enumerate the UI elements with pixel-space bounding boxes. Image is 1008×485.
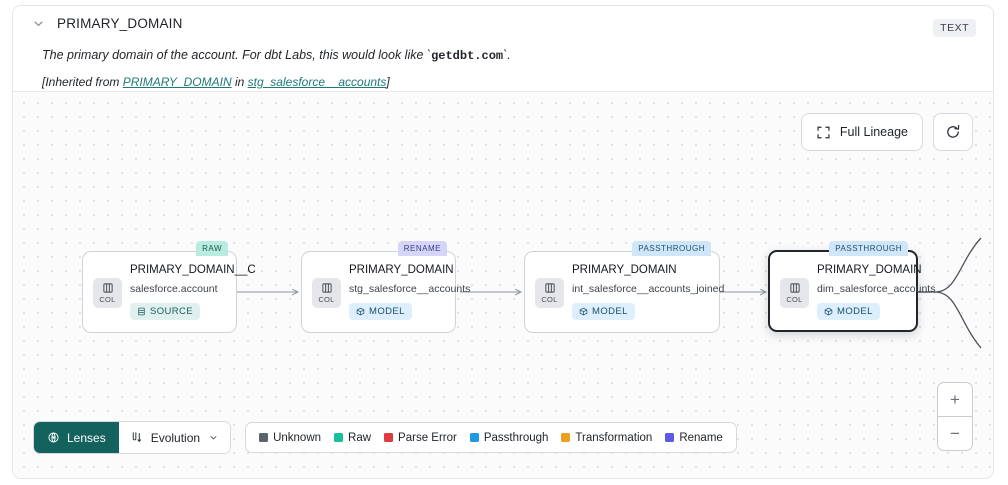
legend-label: Rename <box>679 431 723 444</box>
chevron-down-icon[interactable] <box>31 16 46 31</box>
expand-icon <box>816 125 831 140</box>
lineage-edges <box>237 237 982 349</box>
node-table-name: int_salesforce__accounts_joined <box>572 283 725 295</box>
inherited-middle: in <box>231 75 248 89</box>
legend-label: Transformation <box>575 431 653 444</box>
model-icon <box>356 307 365 316</box>
node-asset-type-label: SOURCE <box>150 306 194 317</box>
node-asset-type-badge: MODEL <box>817 303 880 320</box>
node-asset-type-label: MODEL <box>837 306 873 317</box>
node-lens-badge: RENAME <box>397 241 447 256</box>
legend-swatch <box>469 433 479 442</box>
legend-item: Passthrough <box>469 431 549 444</box>
column-header: PRIMARY_DOMAIN TEXT The primary domain o… <box>13 6 993 92</box>
node-asset-type-badge: SOURCE <box>130 303 201 320</box>
col-icon-label: COL <box>786 295 803 304</box>
legend-label: Unknown <box>273 431 322 444</box>
col-icon-label: COL <box>318 295 335 304</box>
lineage-node[interactable]: RAW COL PRIMARY_DOMAIN__C salesforce.acc… <box>82 241 256 333</box>
lens-mode-switch: Lenses Evolution <box>33 421 232 454</box>
evolution-label: Evolution <box>150 430 201 445</box>
inherited-prefix: [Inherited from <box>42 75 123 89</box>
inherited-from-note: [Inherited from PRIMARY_DOMAIN in stg_sa… <box>42 75 390 89</box>
legend-swatch <box>334 433 344 442</box>
node-lens-badge: PASSTHROUGH <box>829 241 908 256</box>
lens-legend: Unknown Raw Parse Error Passthrough <box>245 422 737 453</box>
lineage-canvas[interactable]: RAW COL PRIMARY_DOMAIN__C salesforce.acc… <box>13 92 993 478</box>
node-column-name: PRIMARY_DOMAIN <box>572 264 677 276</box>
legend-item: Parse Error <box>384 432 457 444</box>
canvas-toolbar: Full Lineage <box>800 113 973 151</box>
inherited-column-link[interactable]: PRIMARY_DOMAIN <box>122 75 232 89</box>
legend-item: Rename <box>665 431 723 444</box>
refresh-icon <box>945 124 961 140</box>
lenses-label: Lenses <box>67 430 106 445</box>
node-table-name: dim_salesforce_accounts <box>817 283 936 295</box>
lenses-button[interactable]: Lenses <box>34 422 119 453</box>
legend-label: Parse Error <box>398 431 457 444</box>
legend-label: Passthrough <box>483 431 549 444</box>
col-icon: COL <box>535 278 564 308</box>
edge-out-bottom <box>918 291 982 349</box>
node-lens-badge: RAW <box>196 241 228 256</box>
description-prefix: The primary domain of the account. For d… <box>42 48 432 62</box>
node-column-name: PRIMARY_DOMAIN__C <box>130 264 256 276</box>
legend-swatch <box>384 433 394 442</box>
legend-label: Raw <box>348 431 372 444</box>
lineage-node[interactable]: PASSTHROUGH COL PRIMARY_DOMAIN int_sales… <box>524 241 724 333</box>
node-column-name: PRIMARY_DOMAIN <box>349 264 454 276</box>
legend-item: Unknown <box>259 432 321 444</box>
col-icon: COL <box>312 278 341 308</box>
inherited-table-link[interactable]: stg_salesforce__accounts <box>247 75 387 89</box>
model-icon <box>824 307 833 316</box>
col-icon: COL <box>93 278 122 308</box>
canvas-bottom-bar: Lenses Evolution <box>33 421 737 454</box>
evolution-icon <box>130 431 143 444</box>
zoom-controls: + − <box>937 382 973 451</box>
chevron-down-icon <box>208 432 219 443</box>
legend-item: Transformation <box>561 432 652 444</box>
node-asset-type-badge: MODEL <box>572 303 635 320</box>
node-asset-type-label: MODEL <box>369 306 405 317</box>
column-description: The primary domain of the account. For d… <box>42 48 511 63</box>
model-icon <box>579 307 588 316</box>
legend-swatch <box>561 433 571 442</box>
zoom-out-button[interactable]: − <box>950 423 960 443</box>
evolution-dropdown[interactable]: Evolution <box>118 422 231 453</box>
zoom-in-button[interactable]: + <box>938 383 972 417</box>
description-code: getdbt.com <box>431 49 504 63</box>
col-icon-label: COL <box>541 295 558 304</box>
lineage-node[interactable]: RENAME COL PRIMARY_DOMAIN stg_salesforce… <box>301 241 470 333</box>
page-title: PRIMARY_DOMAIN <box>57 16 183 31</box>
legend-swatch <box>665 433 675 442</box>
column-detail-panel: PRIMARY_DOMAIN TEXT The primary domain o… <box>12 5 994 479</box>
lens-icon <box>47 431 60 444</box>
source-icon <box>138 307 145 316</box>
col-icon: COL <box>780 278 809 308</box>
node-lens-badge: PASSTHROUGH <box>632 241 711 256</box>
full-lineage-label: Full Lineage <box>839 125 908 139</box>
node-asset-type-badge: MODEL <box>349 303 412 320</box>
refresh-button[interactable] <box>933 113 973 151</box>
legend-swatch <box>259 433 269 442</box>
description-suffix: `. <box>503 48 511 62</box>
full-lineage-button[interactable]: Full Lineage <box>800 113 923 151</box>
column-header-titlerow: PRIMARY_DOMAIN <box>31 16 183 31</box>
node-column-name: PRIMARY_DOMAIN <box>817 264 922 276</box>
inherited-suffix: ] <box>386 75 390 89</box>
node-table-name: stg_salesforce__accounts <box>349 283 471 295</box>
legend-item: Raw <box>334 432 371 444</box>
node-table-name: salesforce.account <box>130 283 218 295</box>
lineage-node-selected[interactable]: PASSTHROUGH COL PRIMARY_DOMAIN dim_sales… <box>768 241 935 332</box>
col-icon-label: COL <box>99 295 116 304</box>
node-asset-type-label: MODEL <box>592 306 628 317</box>
column-type-badge: TEXT <box>933 19 976 37</box>
